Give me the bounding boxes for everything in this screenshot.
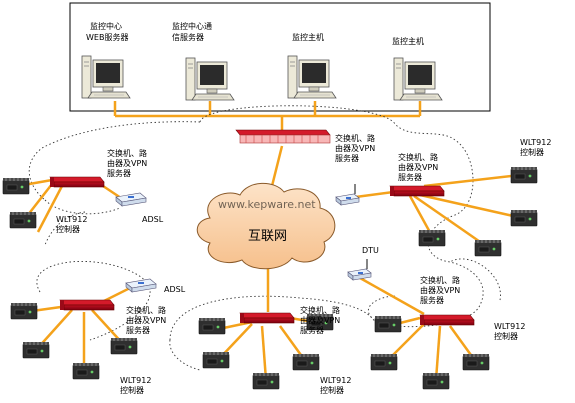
controller [110,337,138,355]
controller [374,315,402,333]
switch-label-site4-l2: 由器及VPN [300,315,340,325]
controller [462,353,490,371]
center-pc-host-2 [393,57,443,101]
router-site-1 [49,176,105,188]
pc-label-comm-line2: 信服务器 [172,32,204,42]
switch-label-center-l1: 交换机、路 [335,133,375,143]
dtu-modem-1 [335,183,360,206]
center-pc-web [81,55,131,99]
controller-label-2-l1: WLT912 [520,138,551,147]
switch-label-site3-l3: 服务器 [126,325,150,335]
switch-label-site1-l3: 服务器 [107,168,131,178]
controller [9,211,37,229]
controller [202,351,230,369]
switch-label-site2-l3: 服务器 [398,172,422,182]
router-site-2 [389,185,445,197]
controller [2,177,30,195]
controller [510,166,538,184]
controller-label-1-l1: WLT912 [56,215,87,224]
controller [292,353,320,371]
switch-label-site2-l2: 由器及VPN [398,162,438,172]
center-pc-comm [185,57,235,101]
pc-label-comm-line1: 监控中心通 [172,21,212,31]
adsl-modem-2 [125,278,157,293]
switch-label-site4-l1: 交换机、路 [300,305,340,315]
internet-label: 互联网 [248,229,287,244]
controller [474,239,502,257]
controller-label-1-l2: 控制器 [56,224,80,234]
controller-label-4-l2: 控制器 [320,385,344,395]
switch-label-site1-l2: 由器及VPN [107,158,147,168]
controller-label-5-l1: WLT912 [494,322,525,331]
watermark: www.kepware.net [218,198,316,211]
controller [418,229,446,247]
controller [22,341,50,359]
controller [10,302,38,320]
switch-label-center-l2: 由器及VPN [335,143,375,153]
pc-label-web-line2: WEB服务器 [86,32,128,42]
controller [370,353,398,371]
switch-label-site2-l1: 交换机、路 [398,152,438,162]
controller [510,209,538,227]
router-site-5 [419,314,475,326]
switch-label-site5-l1: 交换机、路 [420,275,460,285]
pc-label-host-1: 监控主机 [292,32,324,42]
pc-label-host-2: 监控主机 [392,36,424,46]
controller [198,317,226,335]
switch-label-site3-l2: 由器及VPN [126,315,166,325]
controller-label-2-l2: 控制器 [520,147,544,157]
switch-label-center-l3: 服务器 [335,153,359,163]
router-site-3 [59,299,115,311]
controller [252,372,280,390]
dtu-label: DTU [362,246,379,255]
dtu-modem-2 [347,258,372,281]
controller-label-4-l1: WLT912 [320,376,351,385]
pc-label-web-line1: 监控中心 [90,21,122,31]
switch-label-site5-l2: 由器及VPN [420,285,460,295]
controller-label-5-l2: 控制器 [494,331,518,341]
router-site-4 [239,312,295,324]
switch-label-site5-l3: 服务器 [420,295,444,305]
adsl-modem-1 [115,192,147,207]
adsl-label-2: ADSL [164,285,186,294]
center-router [235,129,331,144]
internet-cloud [196,182,336,270]
controller [72,362,100,380]
switch-label-site3-l1: 交换机、路 [126,305,166,315]
switch-label-site1-l1: 交换机、路 [107,148,147,158]
controller-label-3-l1: WLT912 [120,376,151,385]
adsl-label-1: ADSL [142,215,164,224]
controller-label-3-l2: 控制器 [120,385,144,395]
center-pc-host-1 [287,55,337,99]
switch-label-site4-l3: 服务器 [300,325,324,335]
controller [422,372,450,390]
